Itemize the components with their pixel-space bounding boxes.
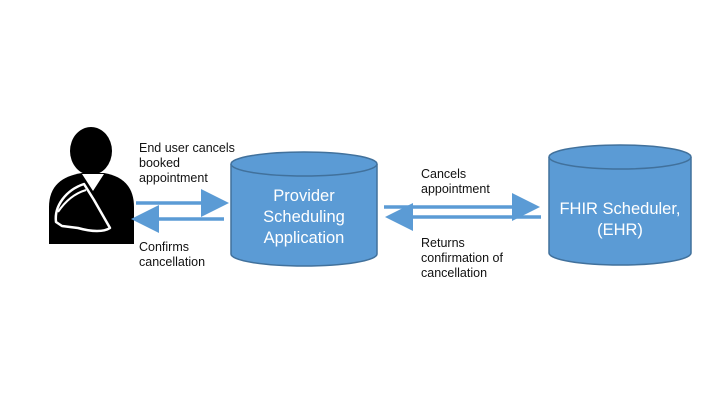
edge-label-fhir-to-app: Returns confirmation of cancellation — [421, 236, 503, 280]
edge-label-app-to-fhir: Cancels appointment — [421, 167, 490, 196]
provider-app-label: Provider Scheduling Application — [263, 187, 345, 247]
provider-scheduling-application-cylinder — [230, 151, 378, 267]
edge-label-app-to-user: Confirms cancellation — [139, 240, 206, 269]
fhir-scheduler-label: FHIR Scheduler, (EHR) — [559, 200, 681, 239]
fhir-scheduler-cylinder — [548, 144, 692, 266]
edge-label-user-to-app: End user cancels booked appointment — [139, 141, 235, 185]
person-with-arm-sling-icon — [49, 127, 134, 244]
